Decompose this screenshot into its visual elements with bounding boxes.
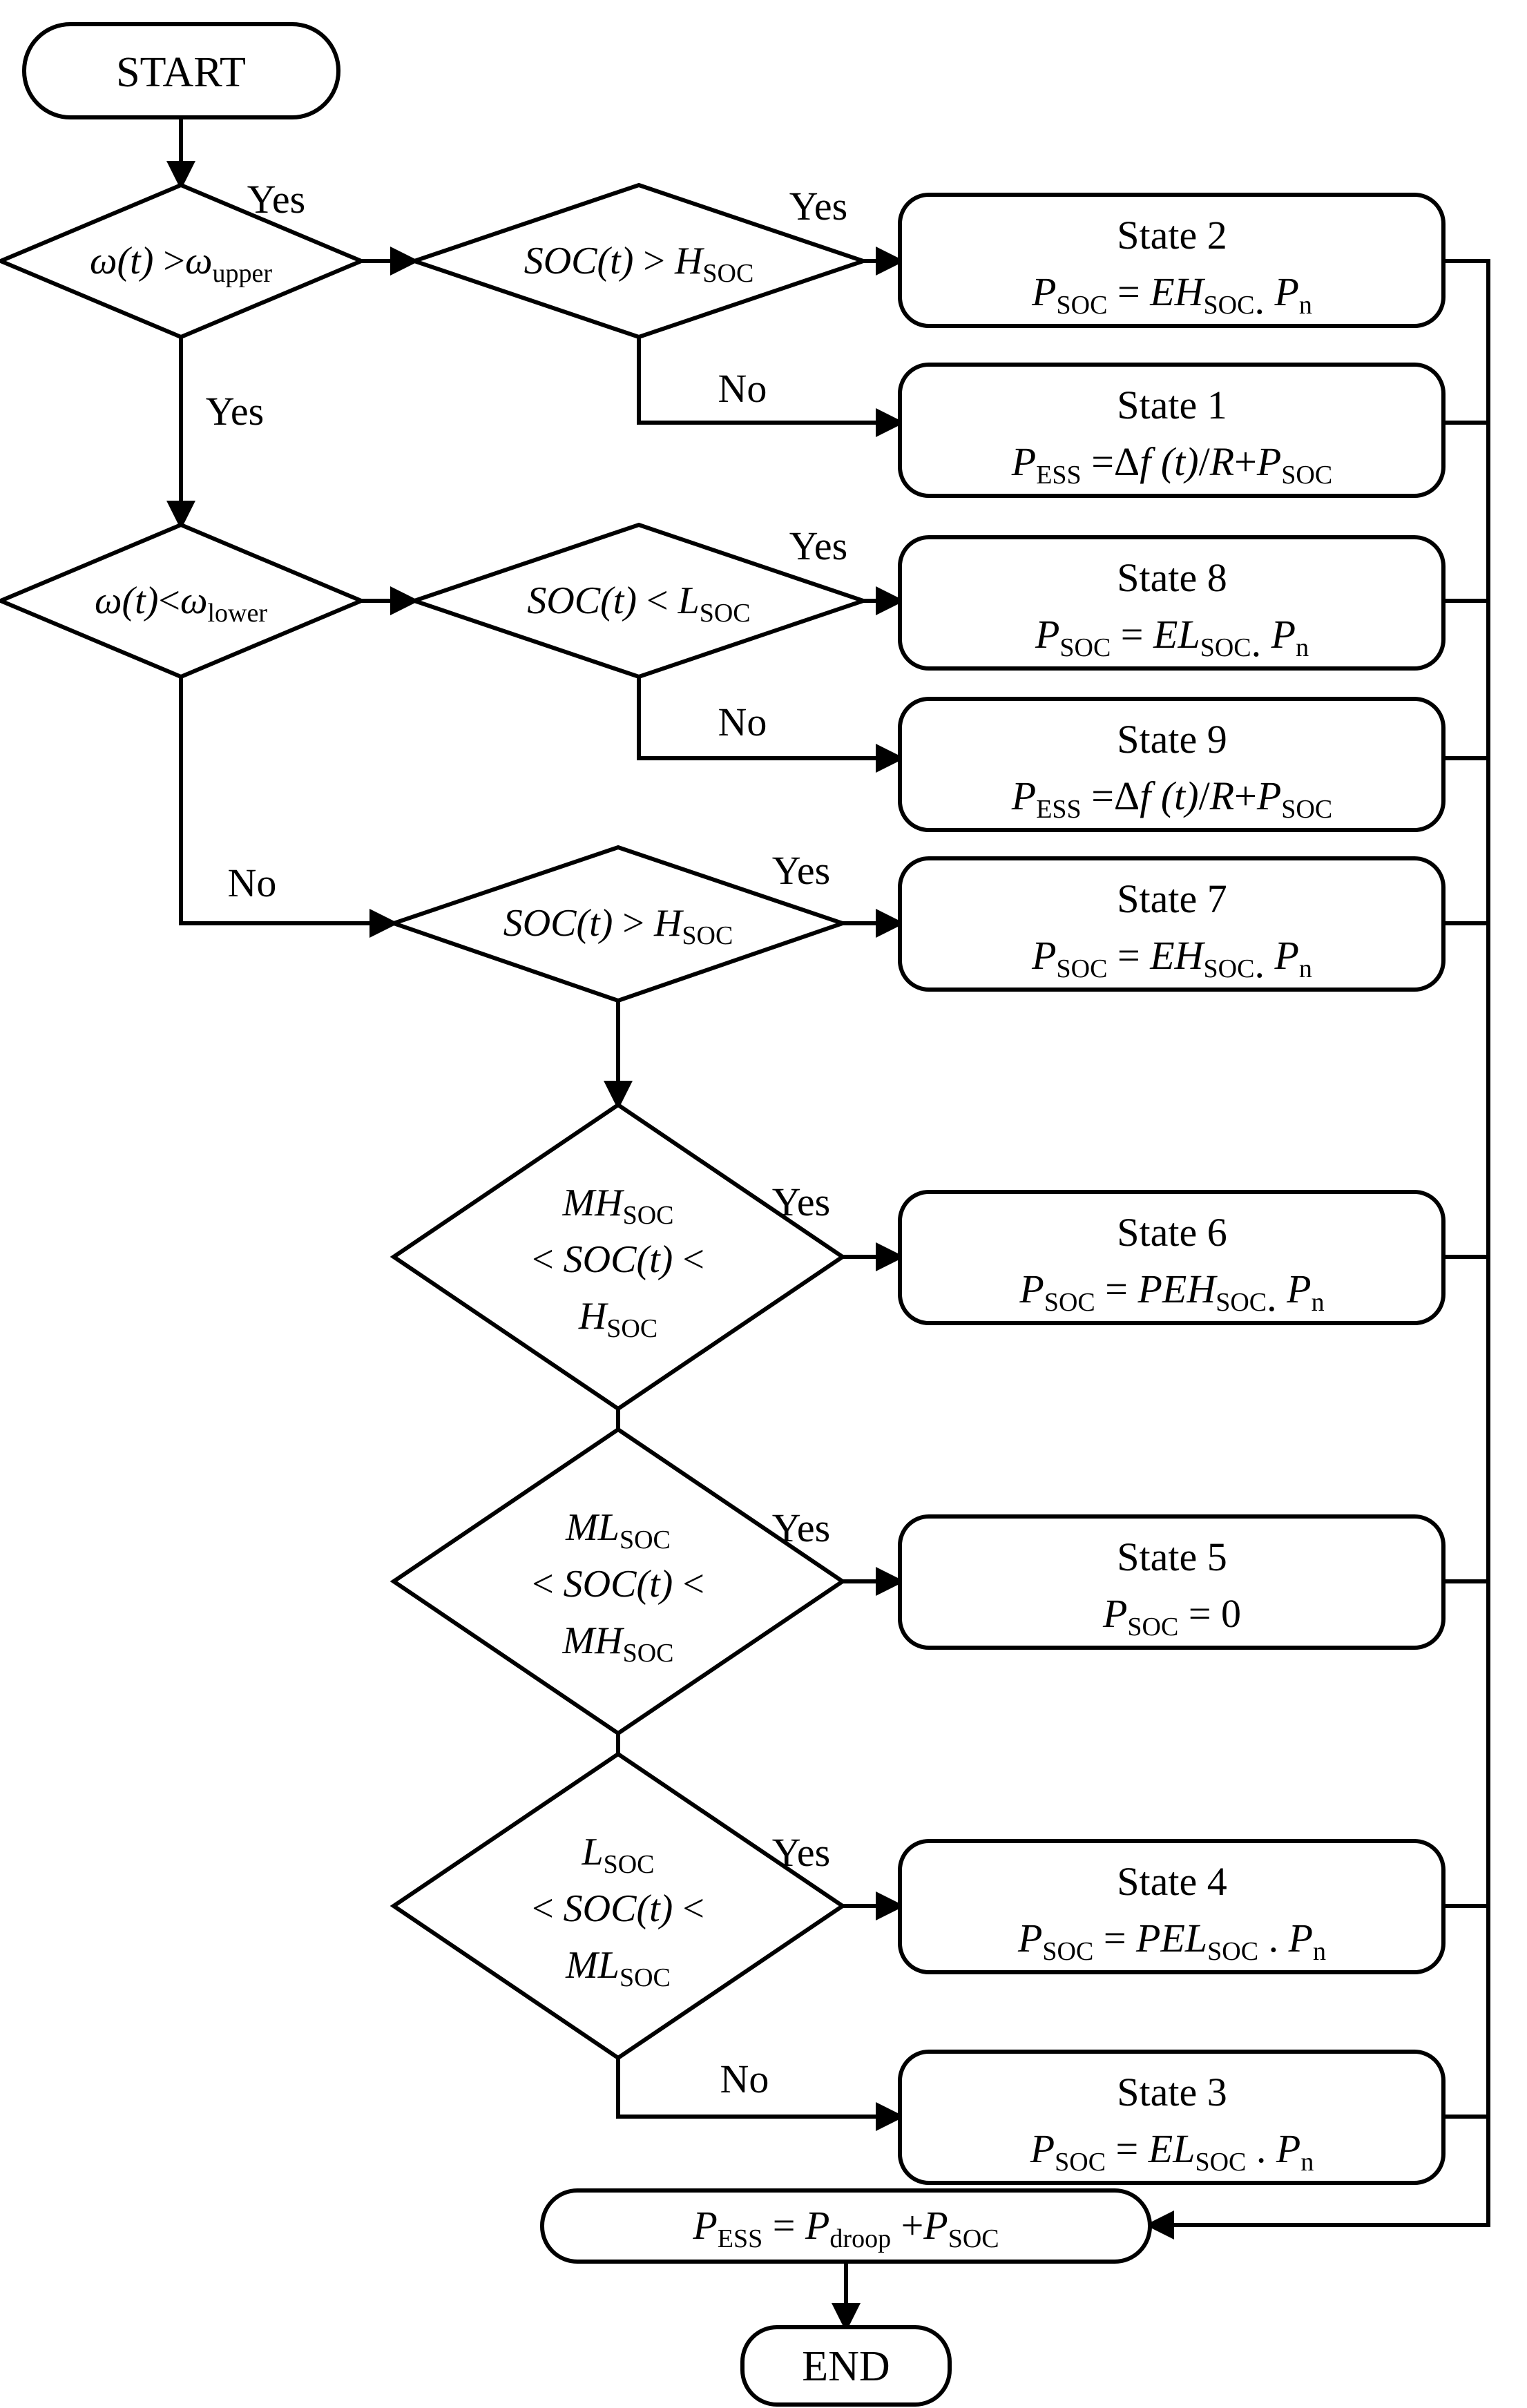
state-box-9[interactable]: State 9 PESS =Δf (t)/R+PSOC xyxy=(898,697,1446,832)
s6-title: State 6 xyxy=(1117,1210,1227,1255)
edge-d3-no-to-d5 xyxy=(179,677,398,938)
summary-equation: PESS = Pdroop +PSOC xyxy=(692,2203,999,2253)
decision-soc-gt-high-2[interactable]: SOC(t) > HSOC xyxy=(387,845,849,1003)
decision-mh-soc-range[interactable]: MHSOC < SOC(t) < HSOC xyxy=(390,1102,847,1412)
s4-title: State 4 xyxy=(1117,1859,1227,1904)
s4-equation: PSOC = PELSOC . Pn xyxy=(1017,1916,1326,1966)
end-shape[interactable] xyxy=(740,2325,952,2407)
terminal-start[interactable]: START xyxy=(22,22,340,119)
d4-shape[interactable] xyxy=(407,522,870,680)
d8-label-line3: MLSOC xyxy=(565,1944,671,1992)
edge-rail-to-summary xyxy=(1145,259,1490,2240)
edge-label-d2-no: No xyxy=(718,366,767,411)
d7-label-line1: MLSOC xyxy=(565,1506,671,1554)
s6-shape[interactable] xyxy=(898,1190,1446,1325)
decision-l-soc-range[interactable]: LSOC < SOC(t) < MLSOC xyxy=(390,1751,847,2061)
edge-label-d3-no: No xyxy=(228,860,277,905)
edge-label-d5-yes: Yes xyxy=(772,848,830,893)
decision-soc-gt-high-1[interactable]: SOC(t) > HSOC xyxy=(407,182,870,340)
decision-soc-lt-low[interactable]: SOC(t) < LSOC xyxy=(407,522,870,680)
d5-label: SOC(t) > HSOC xyxy=(503,902,733,950)
d1-shape[interactable] xyxy=(0,182,367,340)
d7-label-line3: MHSOC xyxy=(561,1619,673,1668)
terminal-end[interactable]: END xyxy=(740,2325,952,2407)
d5-shape[interactable] xyxy=(387,845,849,1003)
state-box-1[interactable]: State 1 PESS =Δf (t)/R+PSOC xyxy=(898,363,1446,498)
start-label: START xyxy=(116,49,246,96)
edge-d4-no-to-s9 xyxy=(637,677,905,773)
s9-title: State 9 xyxy=(1117,717,1227,762)
edge-label-d8-no: No xyxy=(720,2057,769,2101)
edge-label-d4-no: No xyxy=(718,700,767,744)
state-box-2[interactable]: State 2 PSOC = EHSOC. Pn xyxy=(898,193,1446,328)
s9-equation: PESS =Δf (t)/R+PSOC xyxy=(1011,773,1332,824)
s1-equation: PESS =Δf (t)/R+PSOC xyxy=(1011,439,1332,490)
edge-label-d8-yes: Yes xyxy=(772,1830,830,1875)
s9-shape[interactable] xyxy=(898,697,1446,832)
summary-shape[interactable] xyxy=(540,2188,1152,2264)
s3-title: State 3 xyxy=(1117,2070,1227,2115)
d7-shape[interactable] xyxy=(390,1427,847,1736)
edge-d2-no-to-s1 xyxy=(637,337,905,437)
s5-shape[interactable] xyxy=(898,1514,1446,1650)
s1-title: State 1 xyxy=(1117,383,1227,427)
edge-label-d6-yes: Yes xyxy=(772,1179,830,1224)
s3-equation: PSOC = ELSOC . Pn xyxy=(1030,2126,1314,2177)
d4-label: SOC(t) < LSOC xyxy=(527,579,750,628)
s2-shape[interactable] xyxy=(898,193,1446,328)
edge-d8-no-to-s3 xyxy=(616,2058,905,2131)
state-box-4[interactable]: State 4 PSOC = PELSOC . Pn xyxy=(898,1839,1446,1974)
d2-shape[interactable] xyxy=(407,182,870,340)
s6-equation: PSOC = PEHSOC. Pn xyxy=(1019,1266,1324,1320)
end-label: END xyxy=(802,2343,890,2390)
d2-label: SOC(t) > HSOC xyxy=(524,240,754,288)
decision-ml-soc-range[interactable]: MLSOC < SOC(t) < MHSOC xyxy=(390,1427,847,1736)
d8-label-line1: LSOC xyxy=(581,1831,654,1879)
d6-shape[interactable] xyxy=(390,1102,847,1412)
s8-shape[interactable] xyxy=(898,535,1446,671)
s5-equation: PSOC = 0 xyxy=(1102,1591,1241,1641)
d3-shape[interactable] xyxy=(0,522,367,680)
s4-shape[interactable] xyxy=(898,1839,1446,1974)
edge-label-d2-yes: Yes xyxy=(789,184,847,229)
decision-omega-lower[interactable]: ω(t)<ωlower xyxy=(0,522,367,680)
summary-box-pess[interactable]: PESS = Pdroop +PSOC xyxy=(540,2188,1152,2264)
s2-title: State 2 xyxy=(1117,213,1227,258)
decision-omega-upper[interactable]: ω(t) >ωupper xyxy=(0,182,367,340)
d6-label-line2: < SOC(t) < xyxy=(532,1238,704,1281)
d3-label: ω(t)<ωlower xyxy=(95,579,267,628)
d6-label-line3: HSOC xyxy=(578,1295,657,1343)
state-box-6[interactable]: State 6 PSOC = PEHSOC. Pn xyxy=(898,1190,1446,1325)
state-box-3[interactable]: State 3 PSOC = ELSOC . Pn xyxy=(898,2050,1446,2185)
state-box-7[interactable]: State 7 PSOC = EHSOC. Pn xyxy=(898,856,1446,992)
s7-title: State 7 xyxy=(1117,876,1227,921)
s5-title: State 5 xyxy=(1117,1534,1227,1579)
d1-label: ω(t) >ωupper xyxy=(90,240,272,288)
d7-label-line2: < SOC(t) < xyxy=(532,1563,704,1606)
d6-label-line1: MHSOC xyxy=(561,1182,673,1230)
s7-equation: PSOC = EHSOC. Pn xyxy=(1031,933,1312,986)
d8-shape[interactable] xyxy=(390,1751,847,2061)
s1-shape[interactable] xyxy=(898,363,1446,498)
d8-label-line2: < SOC(t) < xyxy=(532,1887,704,1930)
s8-equation: PSOC = ELSOC. Pn xyxy=(1035,612,1309,665)
state-box-8[interactable]: State 8 PSOC = ELSOC. Pn xyxy=(898,535,1446,671)
state-box-5[interactable]: State 5 PSOC = 0 xyxy=(898,1514,1446,1650)
s8-title: State 8 xyxy=(1117,555,1227,600)
edge-label-d4-yes: Yes xyxy=(789,523,847,568)
s3-shape[interactable] xyxy=(898,2050,1446,2185)
edge-label-d1-yes: Yes xyxy=(247,177,305,222)
s7-shape[interactable] xyxy=(898,856,1446,992)
s2-equation: PSOC = EHSOC. Pn xyxy=(1031,269,1312,322)
edge-label-d7-yes: Yes xyxy=(772,1505,830,1550)
edge-label-d1-down-yes: Yes xyxy=(206,389,264,434)
start-shape[interactable] xyxy=(22,22,340,119)
